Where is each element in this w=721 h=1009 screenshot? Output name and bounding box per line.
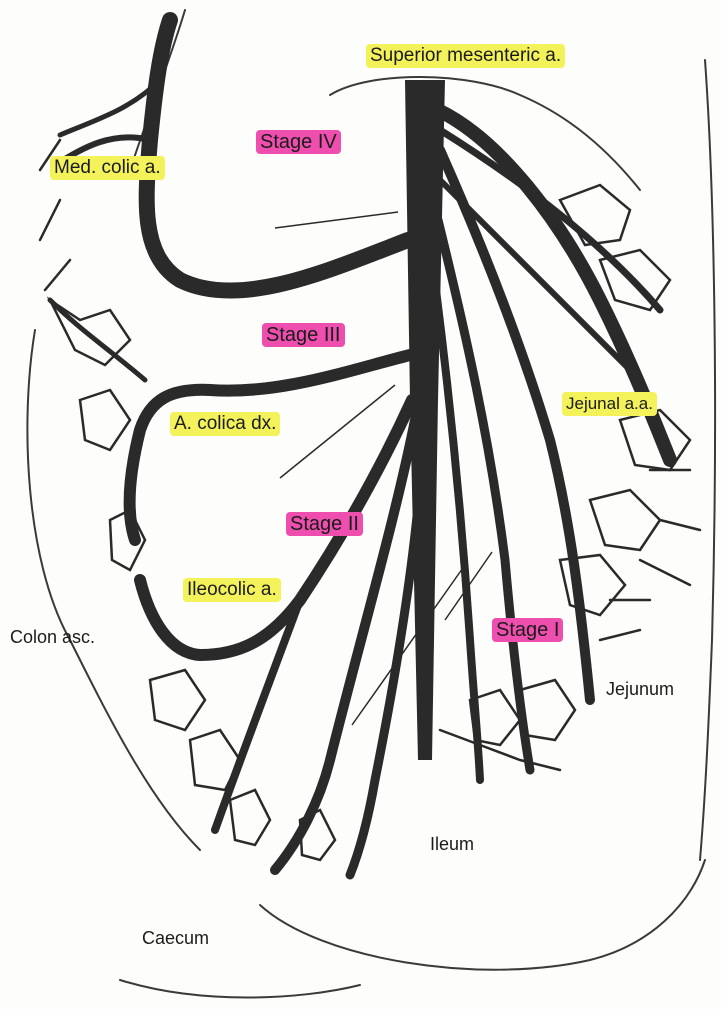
superior-mesenteric-label: Superior mesenteric a.: [366, 44, 565, 68]
jejunal-label: Jejunal a.a.: [562, 392, 657, 416]
colon-asc-outline: [27, 330, 200, 850]
ileum-curve: [260, 860, 705, 970]
ileocolic-label: Ileocolic a.: [183, 578, 281, 602]
right-bowel-outline: [700, 60, 715, 860]
stage-iv-pointer: [275, 212, 398, 228]
colon-asc-label: Colon asc.: [6, 625, 99, 649]
jejunum-label: Jejunum: [602, 677, 678, 701]
colica-dx-label: A. colica dx.: [170, 412, 280, 436]
stage-ii-label: Stage II: [286, 512, 363, 536]
caecum-label: Caecum: [138, 926, 213, 950]
med-colic-label: Med. colic a.: [50, 156, 165, 180]
right-colic-artery: [130, 355, 410, 540]
stage-iv-label: Stage IV: [256, 130, 341, 154]
ileum-label: Ileum: [426, 832, 478, 856]
stage-iii-label: Stage III: [262, 323, 345, 347]
caecum-outline: [120, 980, 360, 998]
stage-i-label: Stage I: [492, 618, 563, 642]
